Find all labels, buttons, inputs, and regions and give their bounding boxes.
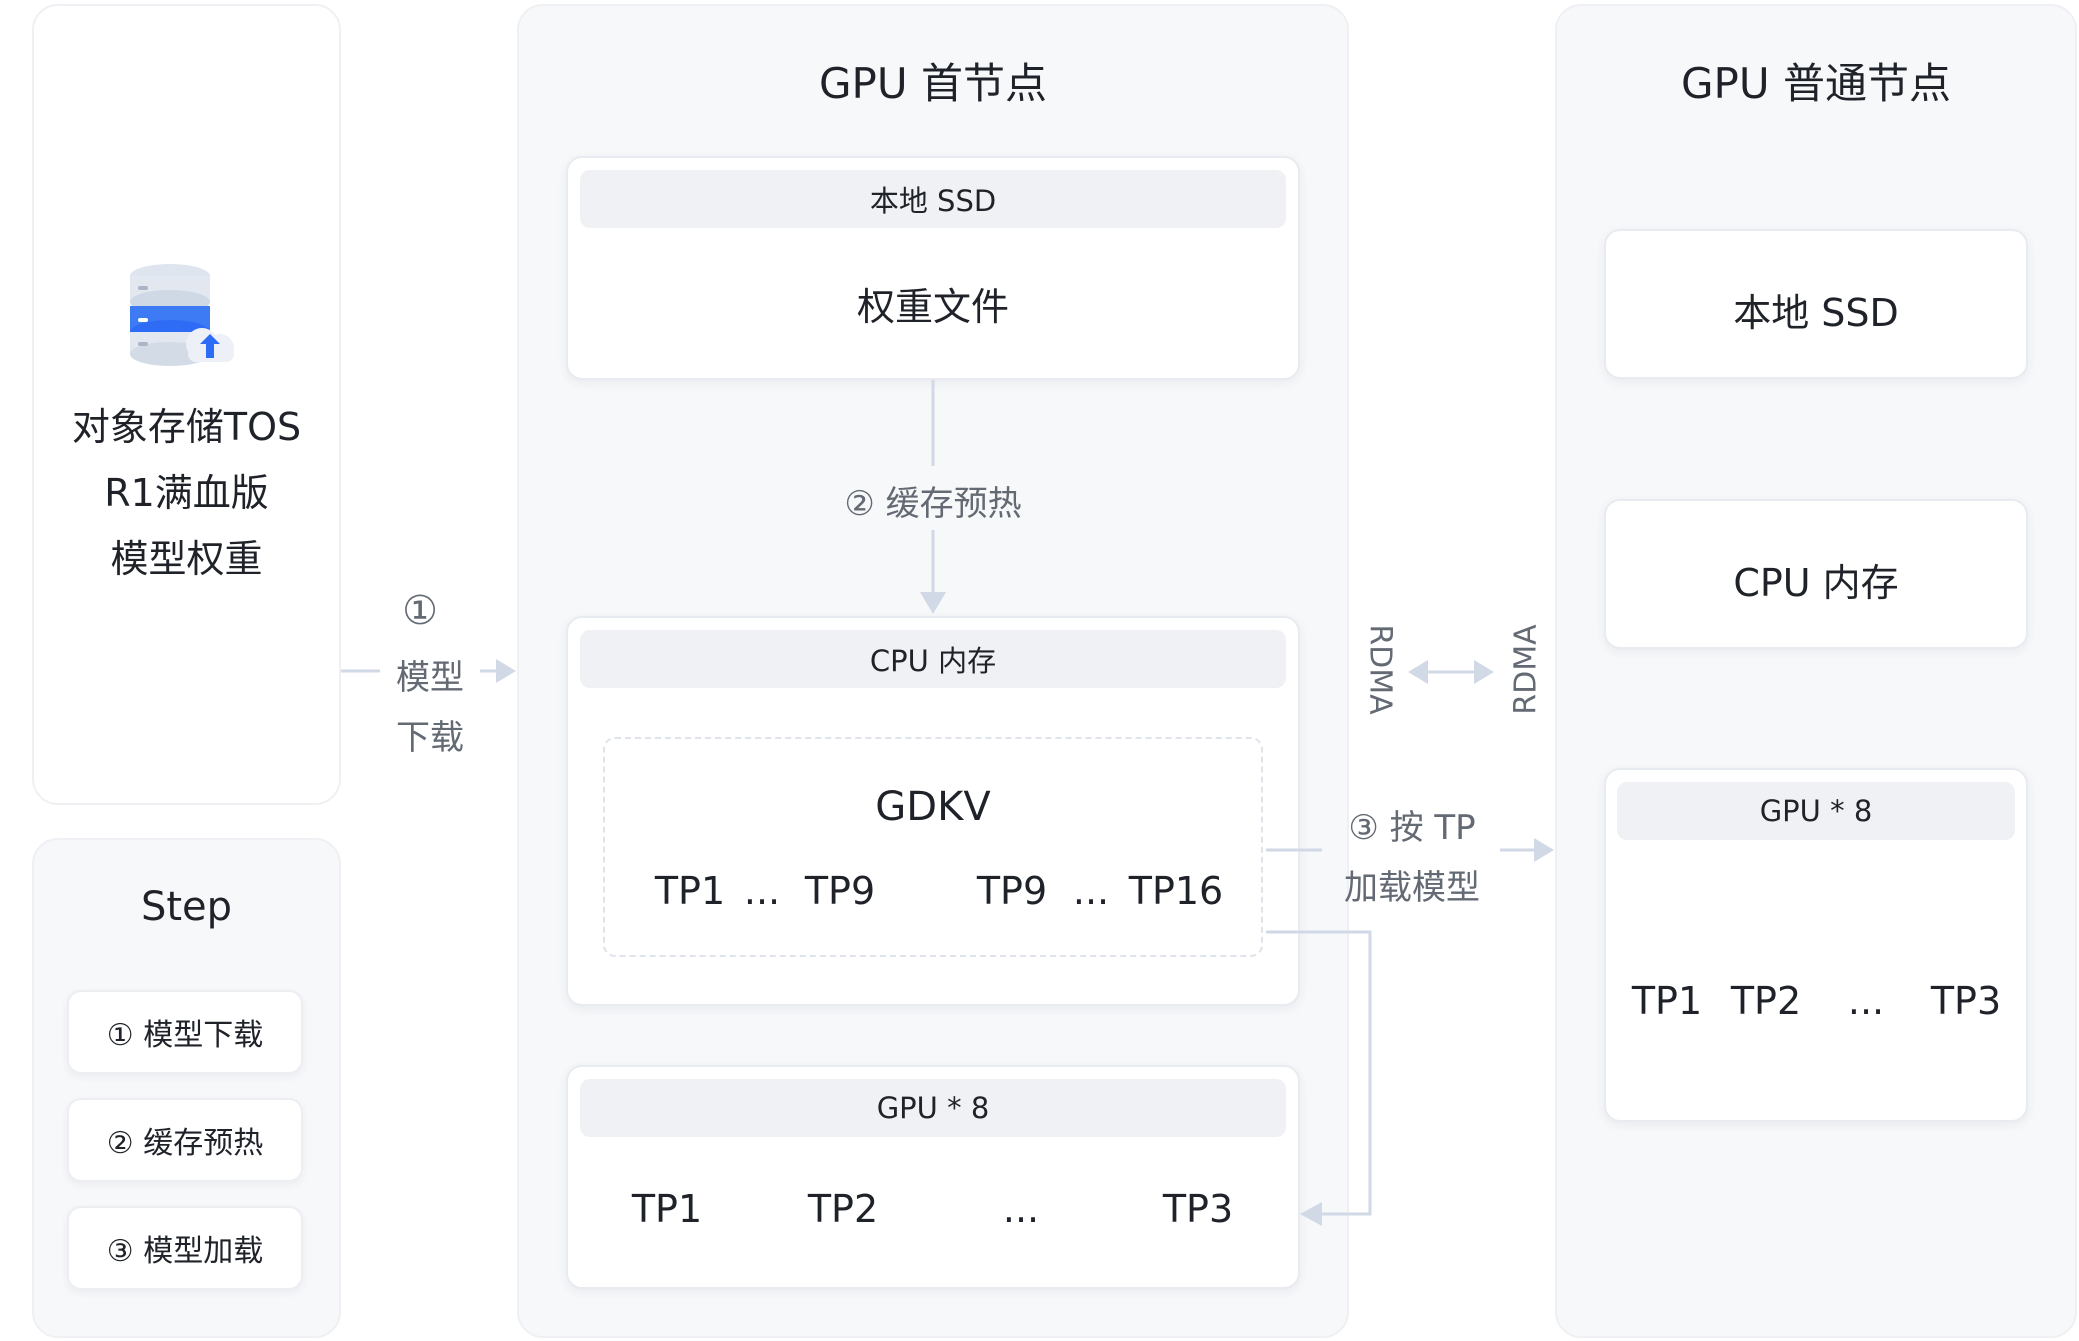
gdkv-tp-ellipsis-2: ... [1072, 869, 1110, 913]
head-gpu-tp-ellipsis: ... [1002, 1187, 1040, 1231]
head-gpu-tp-3: TP3 [1162, 1187, 1234, 1231]
normal-cpu-label: CPU 内存 [1733, 561, 1899, 605]
head-gpu-header: GPU * 8 [580, 1079, 1286, 1137]
normal-gpu-tp-2: TP2 [1730, 979, 1802, 1023]
gdkv-tp-9a: TP9 [804, 869, 876, 913]
tos-label-line-1: 对象存储TOS [71, 405, 302, 449]
gpu-head-node-title: GPU 首节点 [819, 59, 1047, 108]
tos-label-line-3: 模型权重 [110, 537, 263, 581]
normal-ssd-card [1604, 229, 2028, 379]
load-by-tp-label-2: 加载模型 [1344, 868, 1480, 908]
head-gpu-tp-1: TP1 [631, 1187, 703, 1231]
gdkv-tp-16: TP16 [1128, 869, 1224, 913]
prewarm-label: ② 缓存预热 [800, 476, 1066, 525]
load-by-tp-arrow [1266, 838, 1554, 862]
gdkv-tp-1: TP1 [654, 869, 726, 913]
step-title: Step [140, 884, 233, 930]
gpu-normal-node-title: GPU 普通节点 [1681, 59, 1951, 108]
database-cloud-icon [130, 264, 234, 366]
gdkv-tp-ellipsis-1: ... [743, 869, 781, 913]
head-gpu-tp-2: TP2 [807, 1187, 879, 1231]
tos-label-line-2: R1满血版 [104, 471, 269, 515]
prewarm-arrow [920, 380, 946, 614]
step-model-load[interactable]: ③ 模型加载 [67, 1206, 303, 1290]
gdkv-label: GDKV [875, 784, 991, 830]
head-cpu-header: CPU 内存 [580, 630, 1286, 688]
download-label-1: 模型 [380, 650, 480, 699]
head-ssd-weight-files: 权重文件 [856, 285, 1009, 329]
download-label-2: 下载 [396, 718, 464, 758]
normal-cpu-card [1604, 499, 2028, 649]
step-model-download[interactable]: ① 模型下载 [67, 990, 303, 1074]
step-cache-prewarm[interactable]: ② 缓存预热 [67, 1098, 303, 1182]
normal-gpu-tp-1: TP1 [1631, 979, 1703, 1023]
rdma-left-label: RDMA [1362, 624, 1398, 715]
normal-gpu-tp-3: TP3 [1930, 979, 2002, 1023]
tos-panel [32, 4, 341, 805]
download-step-number: ① [402, 588, 438, 634]
gdkv-box [603, 737, 1263, 957]
gdkv-tp-9b: TP9 [976, 869, 1048, 913]
rdma-double-arrow [1408, 660, 1494, 684]
rdma-right-label: RDMA [1508, 624, 1544, 715]
normal-gpu-header: GPU * 8 [1617, 782, 2015, 840]
gdkv-to-gpu-arrow [1266, 930, 1372, 1226]
normal-ssd-label: 本地 SSD [1733, 291, 1899, 335]
head-ssd-header: 本地 SSD [580, 170, 1286, 228]
normal-gpu-tp-ellipsis: ... [1847, 979, 1885, 1023]
load-by-tp-label-1: ③ 按 TP [1348, 808, 1476, 848]
